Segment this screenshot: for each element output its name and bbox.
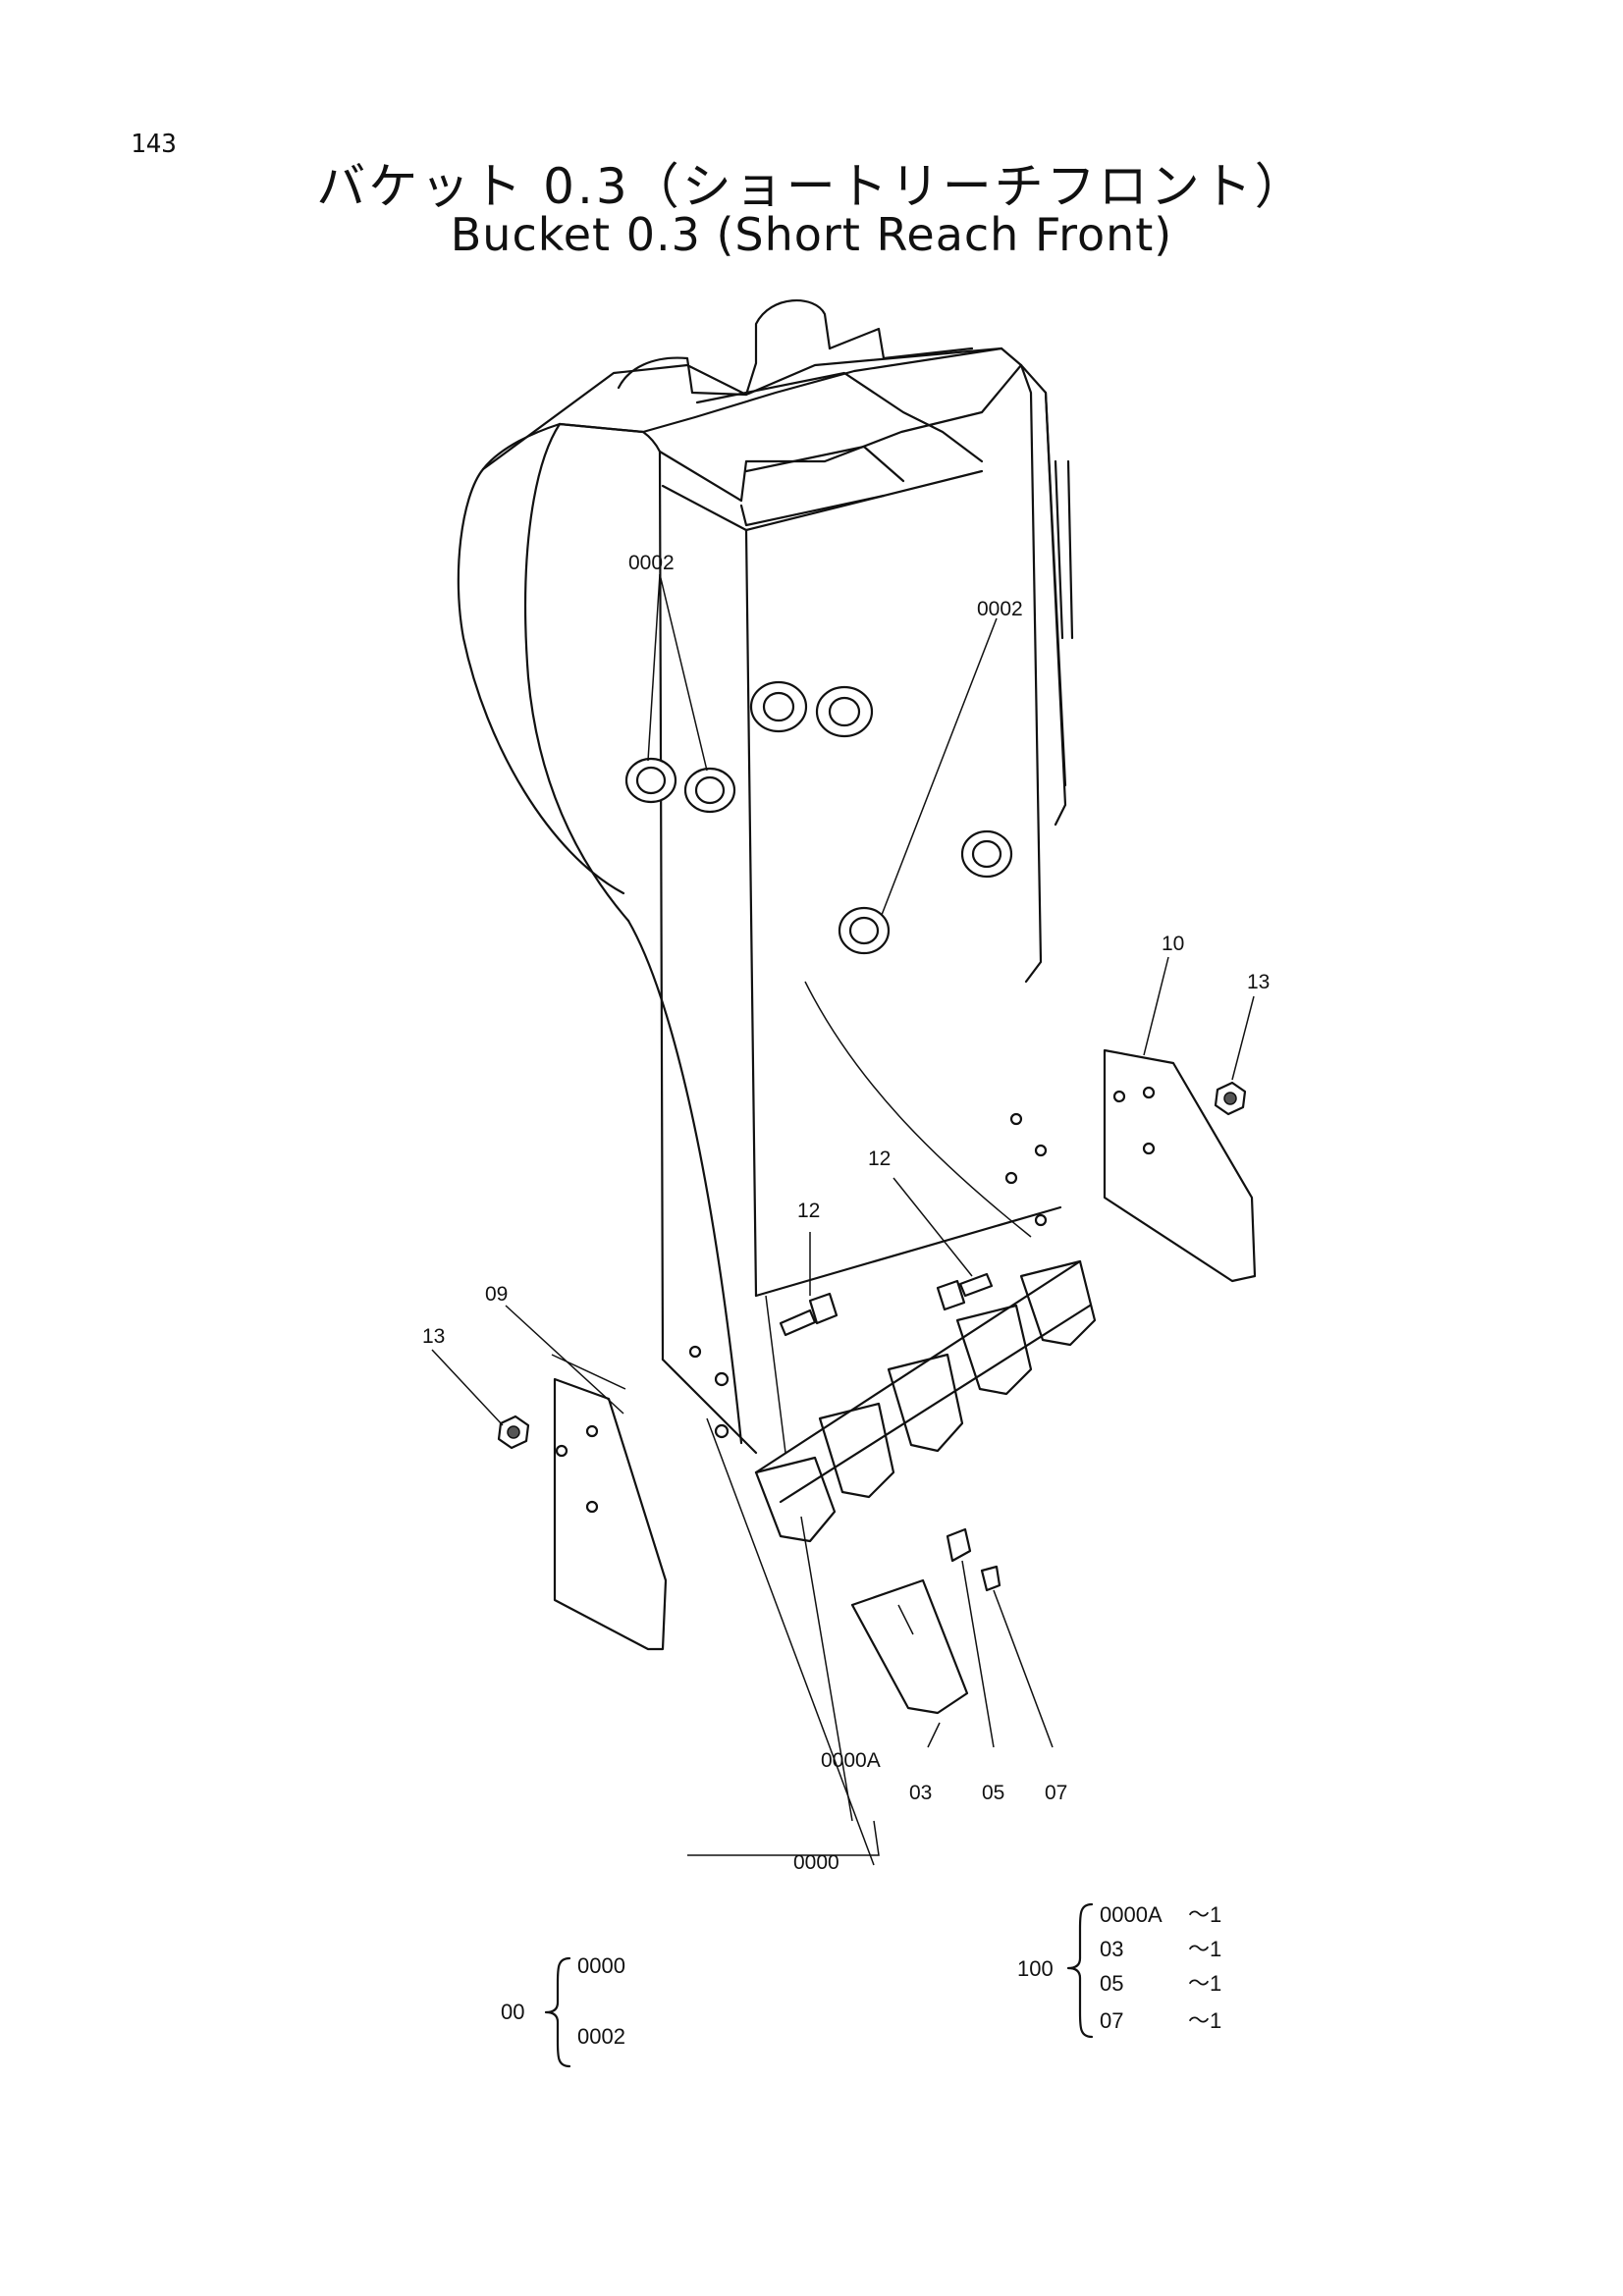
group-100-part-2: 03 bbox=[1100, 1937, 1123, 1961]
group-00: 00 0000 0002 bbox=[501, 1953, 625, 2068]
callout-0002-left: 0002 bbox=[628, 552, 675, 574]
lock-07 bbox=[980, 1565, 1001, 1592]
callout-0000A: 0000A bbox=[821, 1749, 881, 1772]
callout-0002-right: 0002 bbox=[977, 598, 1023, 620]
page-title-japanese: バケット 0.3（ショートリーチフロント） bbox=[316, 158, 1307, 215]
pin-bosses bbox=[624, 680, 1013, 955]
pin-boss-3 bbox=[749, 680, 808, 733]
bolt-12-center bbox=[936, 1272, 994, 1311]
callout-10: 10 bbox=[1162, 933, 1184, 955]
callout-05: 05 bbox=[982, 1782, 1004, 1804]
pin-boss-5 bbox=[960, 829, 1013, 879]
group-100-qty-3: ～1 bbox=[1188, 1971, 1221, 1996]
nut-13-right bbox=[1214, 1081, 1247, 1116]
pin-05 bbox=[946, 1527, 972, 1563]
group-100-part-3: 05 bbox=[1100, 1971, 1123, 1996]
group-100-qty-1: ～1 bbox=[1188, 1902, 1221, 1927]
callout-13-right: 13 bbox=[1247, 971, 1270, 993]
group-100-qty-4: ～1 bbox=[1188, 2008, 1221, 2033]
tooth-point-03 bbox=[850, 1578, 969, 1715]
page-number: 143 bbox=[131, 130, 177, 159]
group-00-label: 00 bbox=[501, 2000, 524, 2024]
callout-12-left: 12 bbox=[797, 1200, 820, 1222]
group-100: 100 0000A ～1 03 ～1 05 ～1 07 ～1 bbox=[1017, 1902, 1221, 2039]
callout-09: 09 bbox=[485, 1283, 508, 1306]
callout-12-center: 12 bbox=[868, 1148, 891, 1170]
group-100-part-4: 07 bbox=[1100, 2008, 1123, 2033]
pin-boss-4 bbox=[815, 685, 874, 738]
bucket-body bbox=[457, 298, 1074, 1455]
group-100-label: 100 bbox=[1017, 1956, 1054, 1981]
callout-13-left: 13 bbox=[422, 1325, 445, 1348]
callout-0000: 0000 bbox=[793, 1851, 839, 1874]
callout-07: 07 bbox=[1045, 1782, 1067, 1804]
page-title-english: Bucket 0.3 (Short Reach Front) bbox=[450, 208, 1173, 261]
group-100-part-1: 0000A bbox=[1100, 1902, 1163, 1927]
nut-13-left bbox=[497, 1415, 530, 1450]
side-cutter-10 bbox=[1103, 1048, 1257, 1283]
side-cutter-09 bbox=[553, 1377, 668, 1651]
group-100-qty-2: ～1 bbox=[1188, 1937, 1221, 1961]
callout-03: 03 bbox=[909, 1782, 932, 1804]
tooth-adapters bbox=[754, 1259, 1097, 1543]
leader-lines bbox=[431, 573, 1255, 1866]
group-00-item-2: 0002 bbox=[577, 2024, 625, 2049]
pin-boss-1 bbox=[624, 757, 677, 804]
group-00-item-1: 0000 bbox=[577, 1953, 625, 1978]
pin-boss-2 bbox=[683, 767, 736, 814]
pin-boss-6 bbox=[838, 906, 891, 955]
bolt-12-left bbox=[779, 1292, 839, 1337]
